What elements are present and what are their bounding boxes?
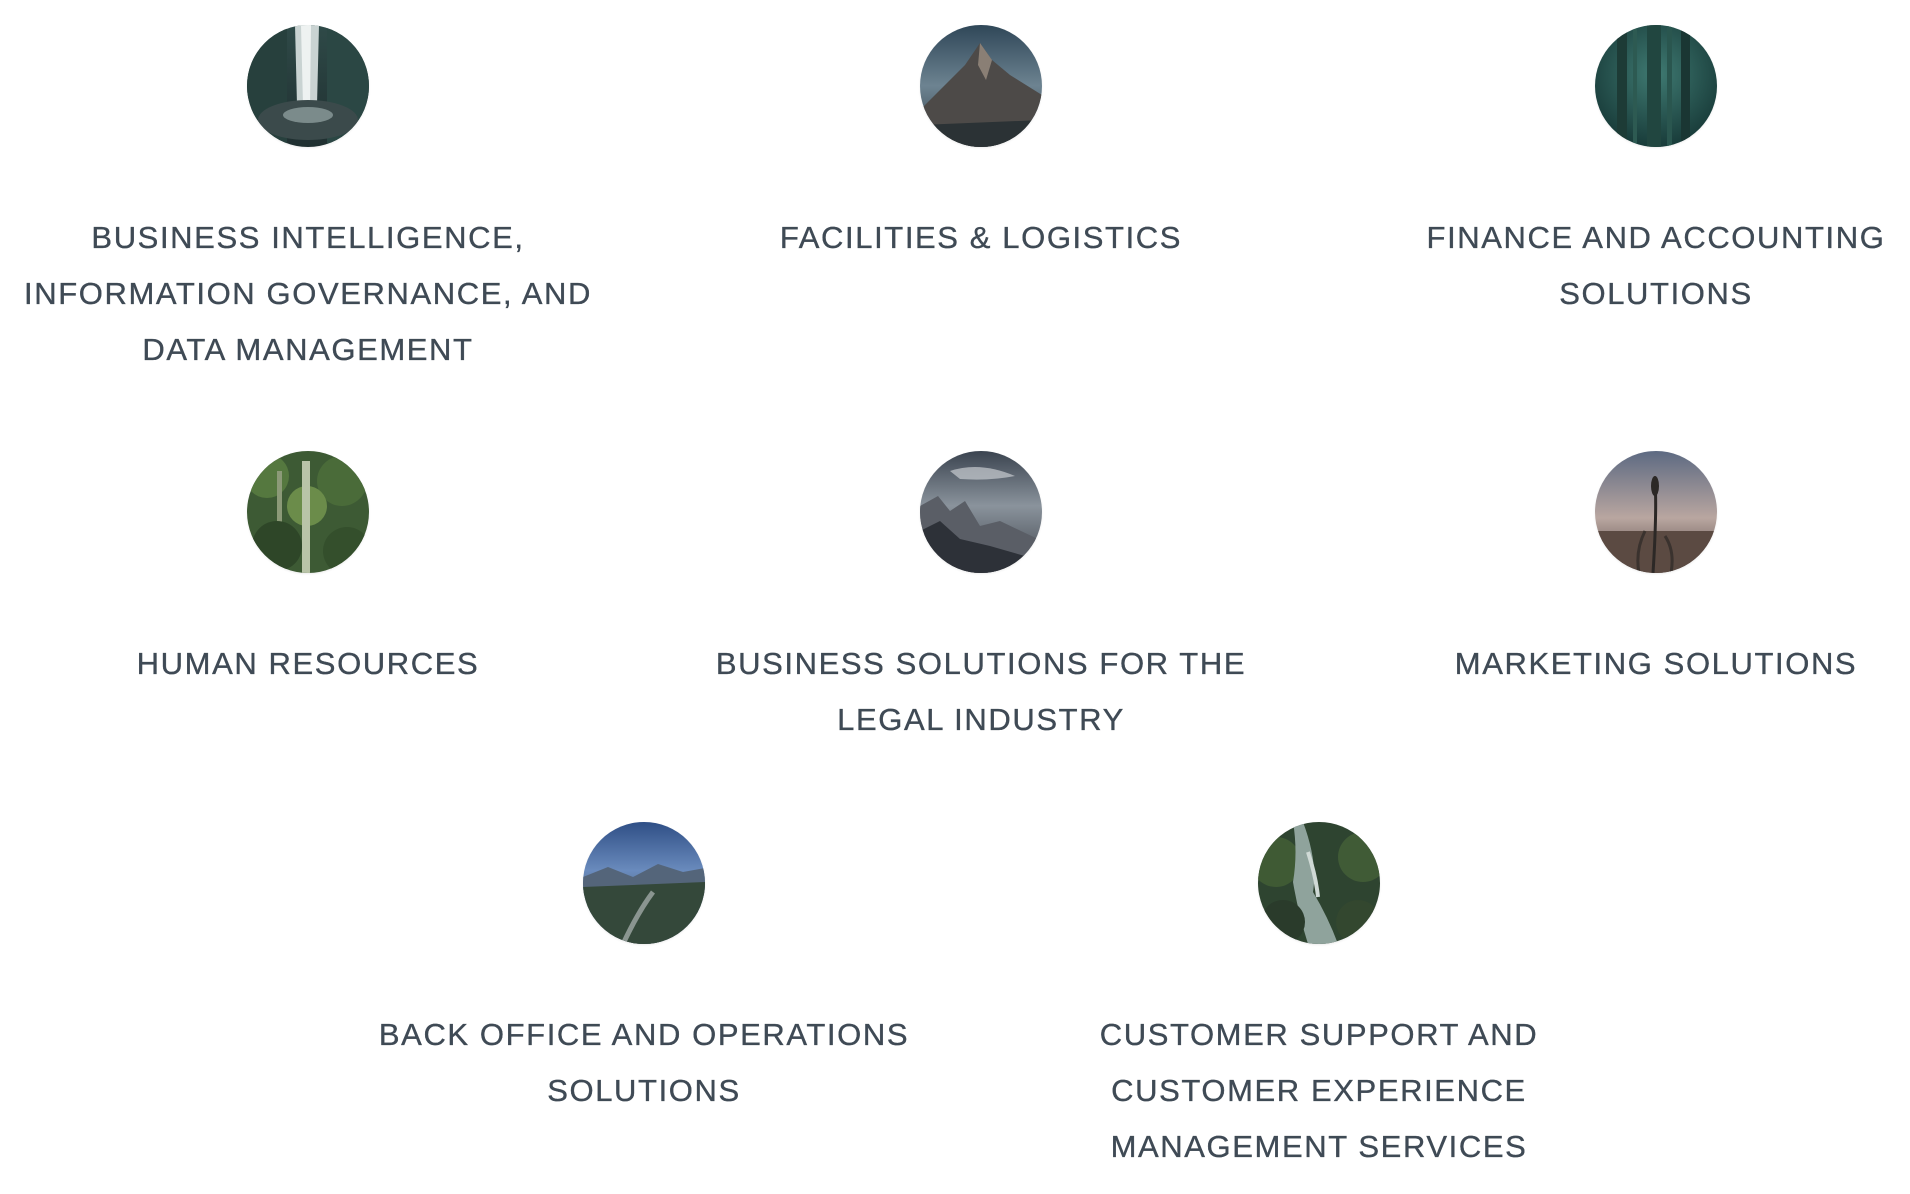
- service-label: BUSINESS INTELLIGENCE, INFORMATION GOVER…: [24, 220, 592, 367]
- service-tile-facilities-logistics[interactable]: FACILITIES & LOGISTICS: [681, 25, 1281, 266]
- service-tile-finance-accounting[interactable]: FINANCE AND ACCOUNTING SOLUTIONS: [1356, 25, 1910, 322]
- service-tile-business-intelligence[interactable]: BUSINESS INTELLIGENCE, INFORMATION GOVER…: [8, 25, 608, 378]
- waterfall-photo-icon: [247, 25, 369, 147]
- service-tile-back-office[interactable]: BACK OFFICE AND OPERATIONS SOLUTIONS: [344, 822, 944, 1119]
- service-label: CUSTOMER SUPPORT AND CUSTOMER EXPERIENCE…: [1099, 1017, 1539, 1164]
- green-forest-photo-icon: [247, 451, 369, 573]
- service-tile-customer-support[interactable]: CUSTOMER SUPPORT AND CUSTOMER EXPERIENCE…: [1019, 822, 1619, 1175]
- service-label: MARKETING SOLUTIONS: [1454, 646, 1858, 681]
- service-tile-marketing[interactable]: MARKETING SOLUTIONS: [1356, 451, 1910, 692]
- service-tile-legal-industry[interactable]: BUSINESS SOLUTIONS FOR THE LEGAL INDUSTR…: [681, 451, 1281, 748]
- service-label: BUSINESS SOLUTIONS FOR THE LEGAL INDUSTR…: [715, 646, 1247, 737]
- valley-river-photo-icon: [583, 822, 705, 944]
- mountain-peak-photo-icon: [920, 25, 1042, 147]
- service-label: HUMAN RESOURCES: [136, 646, 480, 681]
- service-label: FACILITIES & LOGISTICS: [779, 220, 1183, 255]
- tall-forest-photo-icon: [1595, 25, 1717, 147]
- service-label: BACK OFFICE AND OPERATIONS SOLUTIONS: [378, 1017, 910, 1108]
- service-tile-human-resources[interactable]: HUMAN RESOURCES: [8, 451, 608, 692]
- forest-stream-photo-icon: [1258, 822, 1380, 944]
- service-label: FINANCE AND ACCOUNTING SOLUTIONS: [1426, 220, 1886, 311]
- rocky-ridge-photo-icon: [920, 451, 1042, 573]
- dusk-plant-photo-icon: [1595, 451, 1717, 573]
